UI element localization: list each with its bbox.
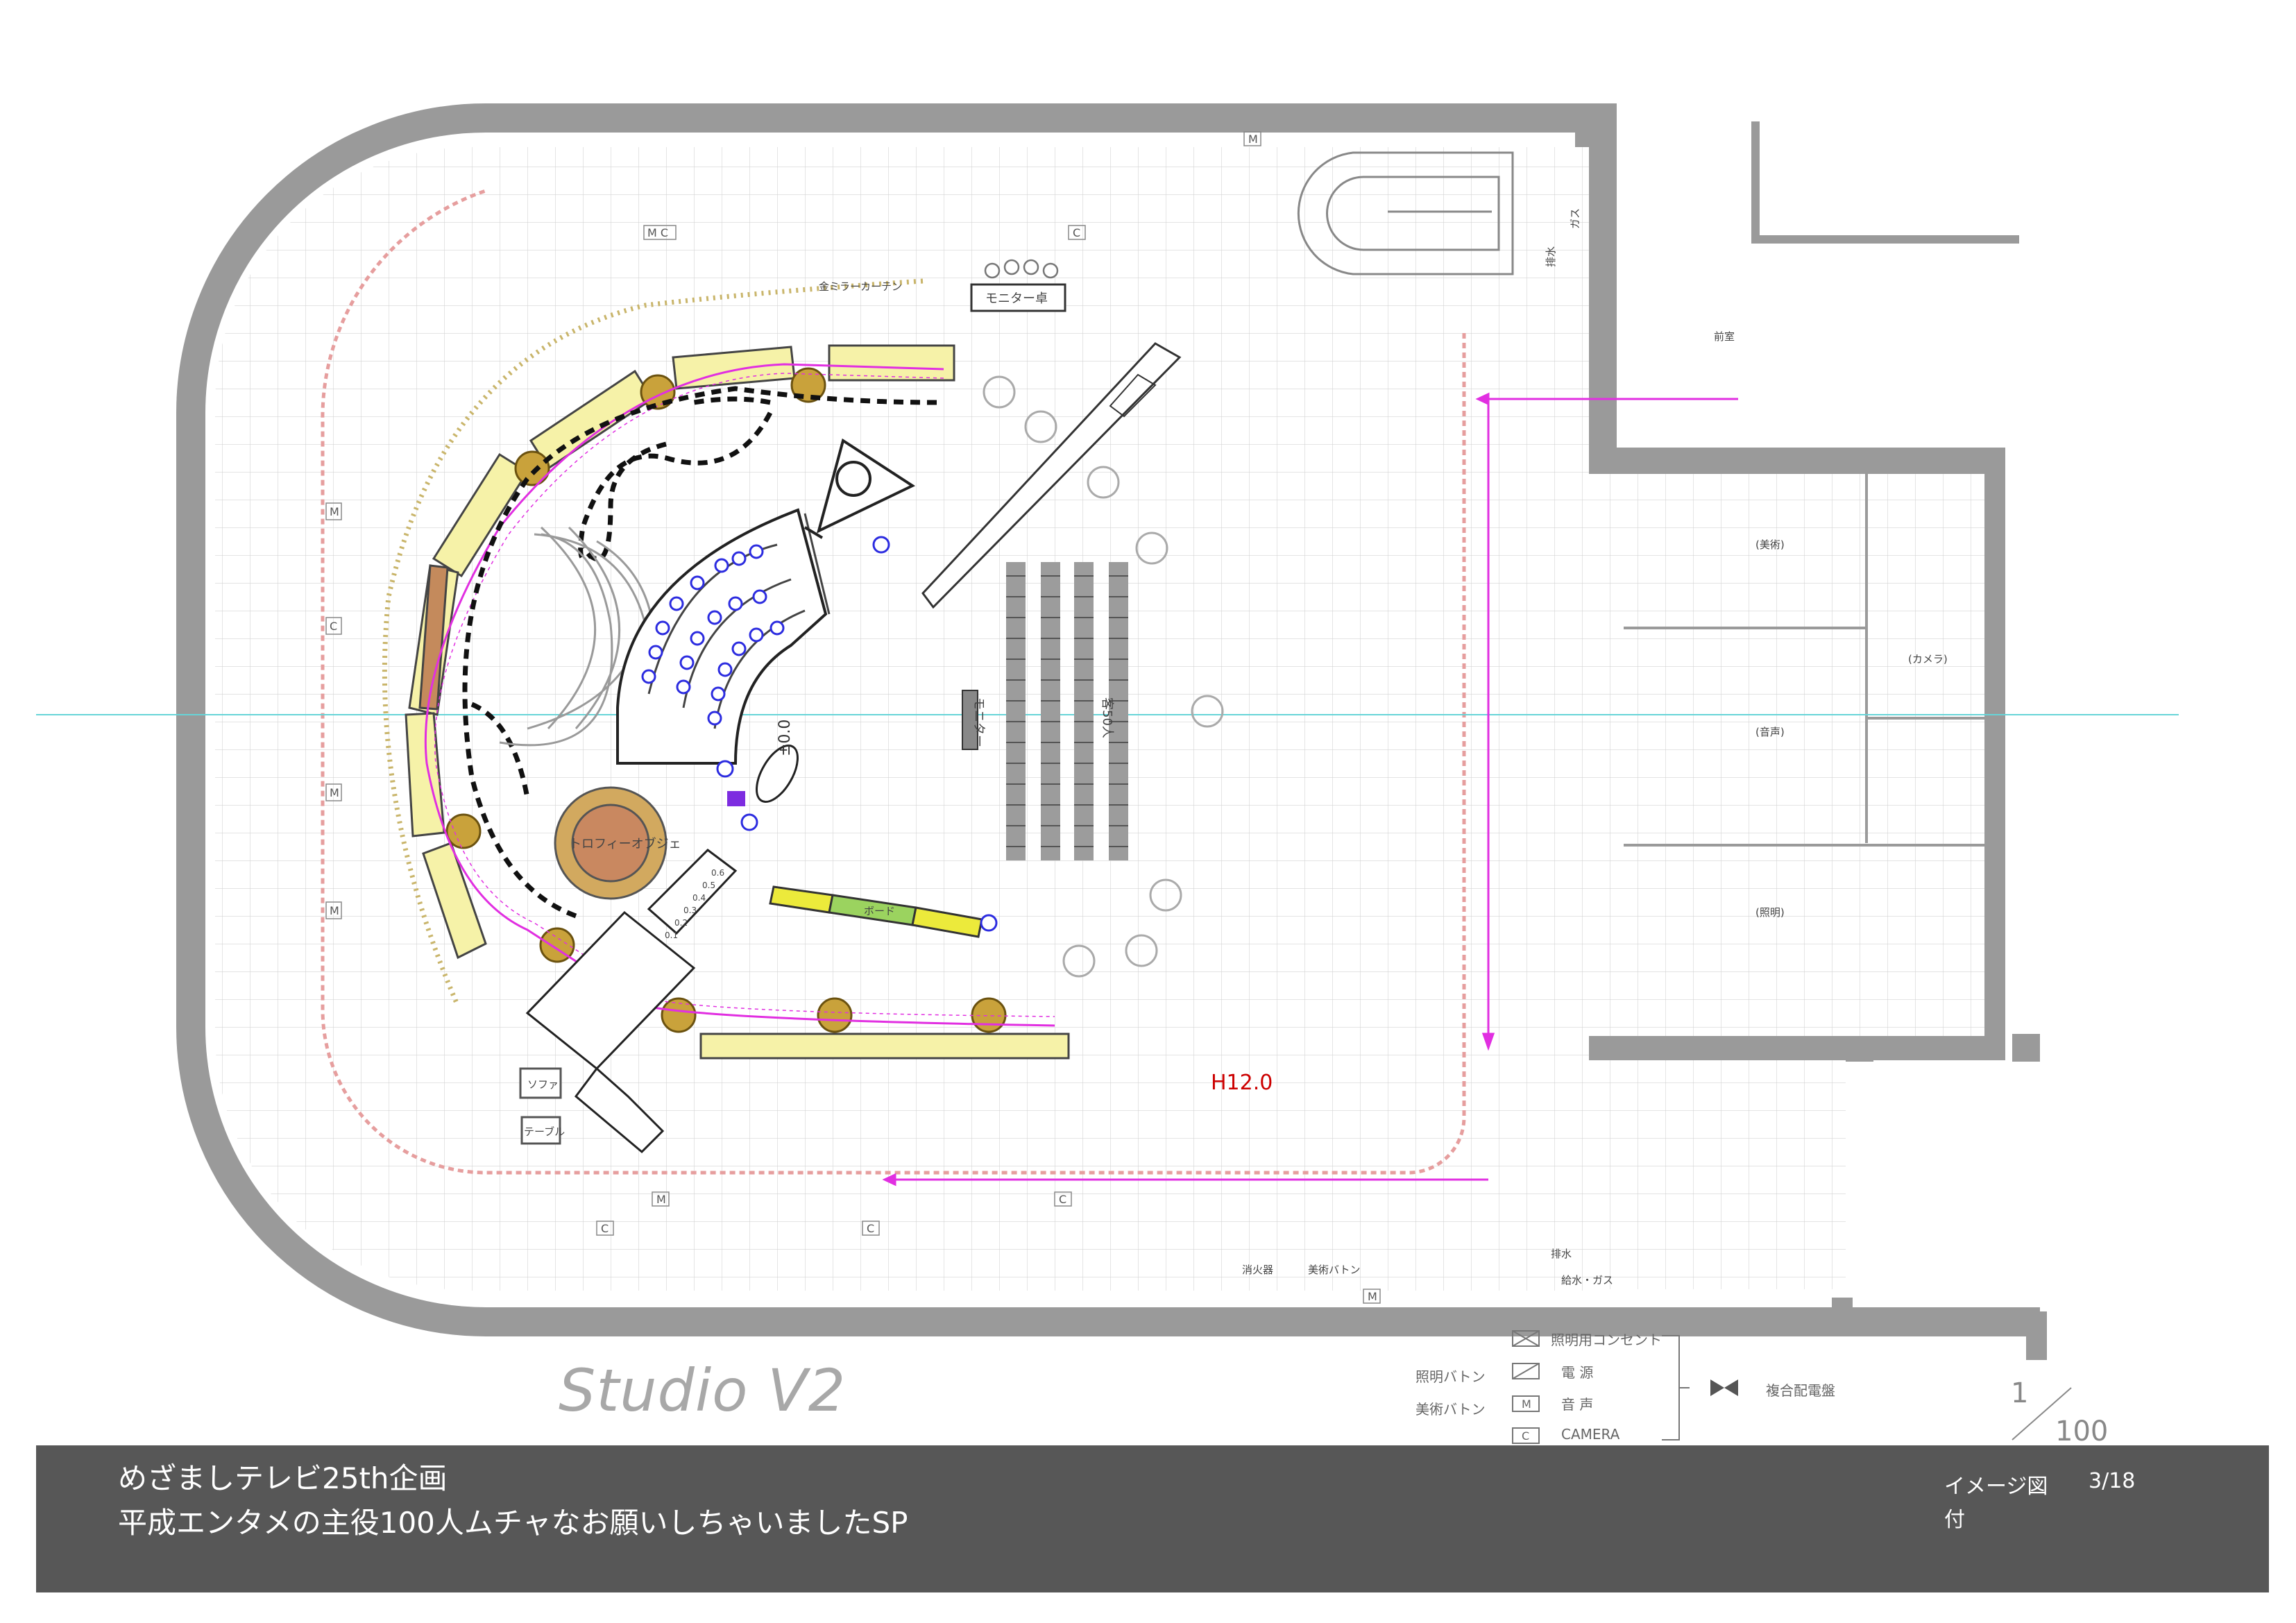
room-audio-label: (音声) — [1755, 726, 1785, 738]
legend-art-baton: 美術バトン — [1415, 1401, 1486, 1418]
riser-chairs — [641, 544, 785, 726]
footer-page-number: 3/18 — [2089, 1469, 2136, 1493]
marker-c-bottom: C — [601, 1222, 609, 1235]
legend-lighting-outlet: 照明用コンセント — [1551, 1332, 1662, 1348]
room-art-label: (美術) — [1755, 538, 1785, 551]
gas-label: ガス — [1569, 208, 1581, 229]
mirror-curtain-label: 金ミラーカーテン — [819, 280, 902, 293]
staircase — [1297, 151, 1514, 275]
anteroom-label: 前室 — [1714, 330, 1735, 343]
marker-m-bottom: M — [656, 1193, 666, 1206]
step-label-3: 0.4 — [692, 893, 706, 903]
marker-m-left3: M — [330, 904, 339, 917]
legend-power: 電 源 — [1561, 1364, 1594, 1381]
monitor-desk — [970, 283, 1066, 312]
trophy-object — [554, 786, 667, 900]
board-label: ボード — [864, 905, 895, 917]
monitor-label: モニター — [971, 697, 986, 747]
sofa-table — [519, 1067, 562, 1145]
brown-wall-panel — [418, 564, 449, 711]
scale-slash — [2012, 1387, 2072, 1441]
marker-c-bottom3: C — [1059, 1193, 1066, 1206]
plan-labels: モニター卓 金ミラーカーテン モニター ±0.0 客50人 トロフィーオブジェ … — [524, 208, 1948, 1286]
legend-audio: 音 声 — [1561, 1396, 1594, 1413]
baton-markers: M C C M M C C C M M C M M — [325, 131, 1381, 1304]
outer-wall — [176, 103, 2047, 1360]
compound-panel-icon — [1710, 1379, 1738, 1396]
legend-key-c: C — [1522, 1429, 1529, 1443]
water-gas-label: 給水・ガス — [1561, 1274, 1613, 1286]
footer-bar: めざましテレビ25th企画 平成エンタメの主役100人ムチャなお願いしちゃいまし… — [36, 1445, 2269, 1592]
flow-arrows — [882, 392, 1738, 1187]
marker-c-bottom2: C — [867, 1222, 874, 1235]
marker-m-left1: M — [330, 505, 339, 518]
monitor-desk-label: モニター卓 — [985, 291, 1048, 306]
legend-lighting-baton: 照明バトン — [1415, 1368, 1486, 1385]
footer-title-line1: めざましテレビ25th企画 — [118, 1461, 448, 1495]
monitor-desk-chairs — [984, 259, 1059, 279]
legend-compound-panel: 複合配電盤 — [1766, 1382, 1835, 1399]
sofa-label: ソファ — [527, 1078, 559, 1091]
marker-mc: M C — [647, 226, 668, 239]
step-label-6: 0.1 — [665, 931, 678, 940]
footer-image-label: イメージ図 — [1944, 1475, 2048, 1499]
footer-title-line2: 平成エンタメの主役100人ムチャなお願いしちゃいましたSP — [118, 1506, 908, 1540]
step-numbers: 0.6 0.5 0.4 0.3 0.2 0.1 — [665, 868, 724, 940]
step-label-5: 0.2 — [674, 918, 688, 928]
side-rooms — [1624, 474, 1984, 847]
scale-numerator: 1 — [2011, 1377, 2029, 1409]
cameras — [983, 375, 1224, 978]
trophy-object-label: トロフィーオブジェ — [569, 836, 681, 851]
marker-m-left2: M — [330, 786, 339, 799]
audience-block — [1006, 562, 1128, 860]
legend-key-letters: M C — [1522, 1397, 1531, 1443]
board — [769, 885, 983, 938]
floor-grid — [215, 147, 1984, 1291]
studio-name: Studio V2 — [559, 1357, 847, 1425]
table-label: テーブル — [524, 1125, 565, 1138]
triangle-piece — [803, 438, 916, 539]
marker-c-left: C — [330, 620, 337, 633]
perimeter-rail — [321, 189, 1466, 1175]
audience-seats-label: 客50人 — [1100, 697, 1114, 738]
height-zero-label: ±0.0 — [776, 720, 794, 756]
art-baton-label: 美術バトン — [1308, 1264, 1360, 1276]
step-label-4: 0.3 — [683, 906, 697, 915]
legend-key-m: M — [1522, 1397, 1531, 1411]
height-value-label: H12.0 — [1211, 1071, 1273, 1095]
room-camera-label: (カメラ) — [1908, 653, 1948, 665]
legend-symbols — [1512, 1330, 1690, 1444]
room-lighting-label: (照明) — [1755, 906, 1785, 919]
walking-paths — [462, 386, 937, 919]
monitor-bar — [962, 690, 978, 750]
fire-hydrant-label: 消火器 — [1242, 1264, 1273, 1276]
legend-camera: CAMERA — [1561, 1426, 1620, 1443]
oval-sign — [756, 745, 799, 803]
drain-label: 排水 — [1545, 246, 1557, 267]
marker-m-top: M — [1248, 133, 1258, 146]
mirror-curtain-curve — [382, 278, 924, 1008]
step-label-2: 0.5 — [702, 881, 715, 890]
purple-chair — [727, 791, 745, 806]
stair-block — [525, 849, 738, 1154]
blue-chairs — [716, 536, 998, 932]
step-label-1: 0.6 — [711, 868, 724, 878]
footer-date-label: 付 — [1944, 1508, 1965, 1532]
scale-denominator: 100 — [2055, 1416, 2109, 1447]
marker-c-top: C — [1073, 226, 1080, 239]
marker-m-bottom2: M — [1368, 1290, 1377, 1303]
camera-track — [424, 363, 1055, 1027]
audience-block-texture — [1006, 575, 1128, 847]
drain2-label: 排水 — [1551, 1248, 1572, 1260]
